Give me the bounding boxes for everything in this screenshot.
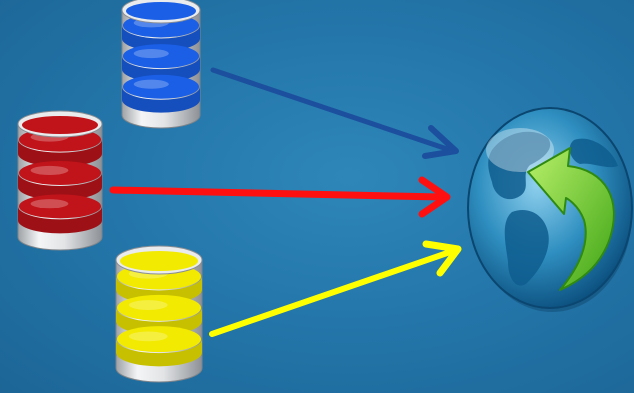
globe-icon bbox=[467, 107, 633, 312]
database-red-icon bbox=[17, 110, 103, 251]
database-blue-icon bbox=[121, 0, 201, 129]
curved-return-arrow-icon bbox=[527, 147, 615, 291]
arrow-red-to-globe bbox=[109, 176, 451, 218]
arrow-yellow-to-globe bbox=[209, 240, 462, 337]
database-yellow-icon bbox=[115, 245, 203, 383]
arrow-blue-to-globe bbox=[210, 67, 459, 159]
